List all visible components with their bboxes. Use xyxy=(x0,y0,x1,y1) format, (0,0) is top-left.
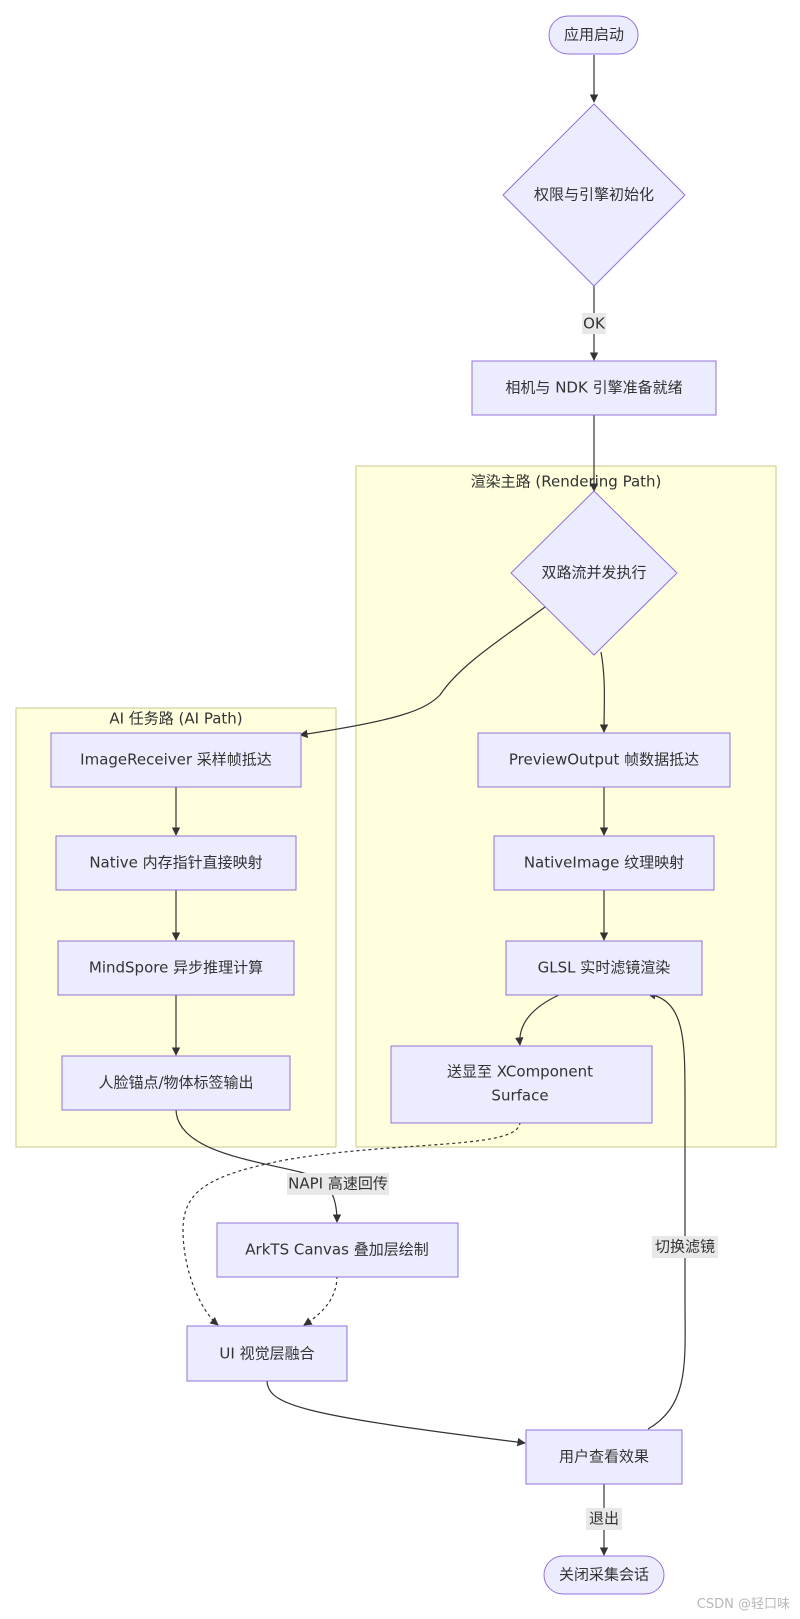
edge-xcomponent-uimerge xyxy=(182,1121,521,1326)
edge-canvas-uimerge xyxy=(303,1275,338,1326)
node-preview-output-shape xyxy=(477,732,731,788)
node-arkts-canvas-label: ArkTS Canvas 叠加层绘制 xyxy=(245,1241,428,1259)
node-mindspore-inference-shape xyxy=(57,940,295,996)
edge-glsl-xcomponent xyxy=(515,993,562,1046)
edge-face-canvas xyxy=(175,1108,342,1223)
node-face-output: 人脸锚点/物体标签输出 xyxy=(61,1055,291,1111)
edge-label-ok-bg xyxy=(582,313,606,334)
edge-label-switch-filter: 切换滤镜 xyxy=(652,1236,718,1258)
node-close-session: 关闭采集会话 xyxy=(543,1555,665,1595)
node-xcomponent-surface-shape xyxy=(390,1045,653,1124)
edge-dual-preview xyxy=(599,651,609,733)
node-image-receiver-shape xyxy=(50,732,302,788)
node-glsl-filter-label: GLSL 实时滤镜渲染 xyxy=(538,959,671,977)
node-preview-output-label: PreviewOutput 帧数据抵达 xyxy=(509,751,699,769)
node-xcomponent-surface-label-line2: Surface xyxy=(491,1087,548,1105)
node-arkts-canvas-shape xyxy=(216,1222,459,1278)
node-face-output-label: 人脸锚点/物体标签输出 xyxy=(98,1074,253,1092)
node-native-image-label: NativeImage 纹理映射 xyxy=(524,854,684,872)
node-permission-init-label: 权限与引擎初始化 xyxy=(534,186,654,204)
edge-label-napi: NAPI 高速回传 xyxy=(287,1173,389,1195)
node-face-output-shape xyxy=(61,1055,291,1111)
node-native-image-shape xyxy=(493,835,715,891)
node-camera-ready: 相机与 NDK 引擎准备就绪 xyxy=(471,360,717,416)
node-close-session-label: 关闭采集会话 xyxy=(559,1566,649,1584)
node-native-memory-label: Native 内存指针直接映射 xyxy=(89,854,262,872)
node-mindspore-inference: MindSpore 异步推理计算 xyxy=(57,940,295,996)
node-arkts-canvas: ArkTS Canvas 叠加层绘制 xyxy=(216,1222,459,1278)
node-ui-merge-shape xyxy=(186,1325,348,1382)
node-native-memory-shape xyxy=(55,835,297,891)
edge-label-exit-text: 退出 xyxy=(589,1510,619,1528)
node-user-view-shape xyxy=(525,1429,683,1485)
subgraph-rendering-path-title: 渲染主路 (Rendering Path) xyxy=(471,473,662,491)
node-xcomponent-surface-label-line1: 送显至 XComponent xyxy=(447,1063,593,1081)
node-permission-init-shape xyxy=(502,103,686,287)
node-dual-stream-label: 双路流并发执行 xyxy=(541,564,646,582)
edge-dual-imagereceiver xyxy=(299,606,546,739)
edge-label-exit: 退出 xyxy=(586,1508,622,1530)
node-close-session-shape xyxy=(543,1555,665,1595)
node-image-receiver: ImageReceiver 采样帧抵达 xyxy=(50,732,302,788)
node-user-view: 用户查看效果 xyxy=(525,1429,683,1485)
node-app-start: 应用启动 xyxy=(548,15,639,55)
node-user-view-label: 用户查看效果 xyxy=(559,1448,649,1466)
edge-label-switch-filter-bg xyxy=(652,1236,718,1258)
node-ui-merge-label: UI 视觉层融合 xyxy=(219,1345,314,1363)
node-camera-ready-label: 相机与 NDK 引擎准备就绪 xyxy=(505,379,682,397)
edge-user-glsl xyxy=(647,991,686,1430)
edge-label-napi-text: NAPI 高速回传 xyxy=(288,1175,388,1193)
edge-label-exit-bg xyxy=(586,1508,622,1530)
edge-uimerge-user xyxy=(266,1379,526,1447)
edge-label-switch-filter-text: 切换滤镜 xyxy=(655,1238,715,1256)
node-xcomponent-surface: 送显至 XComponent Surface xyxy=(390,1045,653,1124)
node-image-receiver-label: ImageReceiver 采样帧抵达 xyxy=(80,751,272,769)
node-dual-stream: 双路流并发执行 xyxy=(510,490,678,656)
edge-label-ok-text: OK xyxy=(583,315,606,333)
edge-label-ok: OK xyxy=(582,313,606,334)
node-mindspore-inference-label: MindSpore 异步推理计算 xyxy=(89,959,263,977)
subgraph-ai-path-title: AI 任务路 (AI Path) xyxy=(109,710,242,728)
node-app-start-label: 应用启动 xyxy=(564,26,624,44)
node-native-image: NativeImage 纹理映射 xyxy=(493,835,715,891)
node-glsl-filter: GLSL 实时滤镜渲染 xyxy=(505,940,703,996)
node-ui-merge: UI 视觉层融合 xyxy=(186,1325,348,1382)
node-preview-output: PreviewOutput 帧数据抵达 xyxy=(477,732,731,788)
node-native-memory: Native 内存指针直接映射 xyxy=(55,835,297,891)
node-dual-stream-shape xyxy=(510,490,678,656)
node-app-start-shape xyxy=(548,15,639,55)
csdn-watermark: CSDN @轻口味 xyxy=(697,1597,790,1612)
node-permission-init: 权限与引擎初始化 xyxy=(502,103,686,287)
node-camera-ready-shape xyxy=(471,360,717,416)
edge-label-napi-bg xyxy=(287,1173,389,1195)
node-glsl-filter-shape xyxy=(505,940,703,996)
